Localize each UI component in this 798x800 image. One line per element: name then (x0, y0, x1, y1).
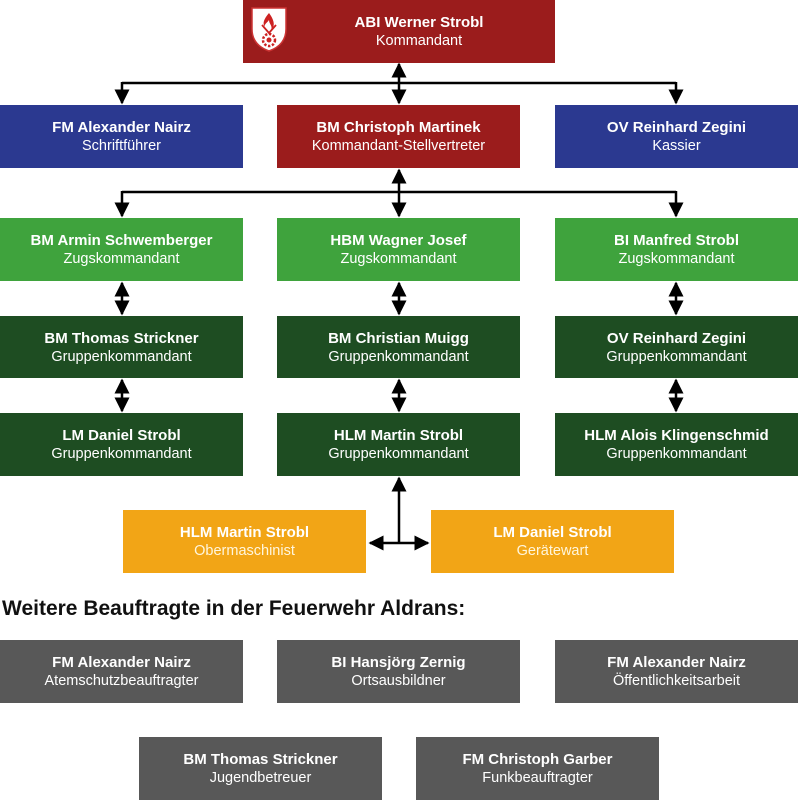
section-title: Weitere Beauftragte in der Feuerwehr Ald… (2, 597, 466, 620)
platoon-name: HBM Wagner Josef (330, 232, 467, 249)
group-role: Gruppenkommandant (328, 348, 469, 365)
commander-box: ABI Werner Strobl Kommandant (243, 0, 555, 63)
delegate-name: BI Hansjörg Zernig (331, 654, 466, 671)
platoon-box: HBM Wagner Josef Zugskommandant (277, 218, 520, 281)
support-box-geraetewart: LM Daniel Strobl Gerätewart (431, 510, 674, 573)
group-role: Gruppenkommandant (51, 348, 192, 365)
platoon-role: Zugskommandant (63, 251, 180, 267)
staff-name: OV Reinhard Zegini (606, 119, 747, 136)
group-role: Gruppenkommandant (606, 446, 747, 462)
staff-box-schriftfuehrer: FM Alexander Nairz Schriftführer (0, 105, 243, 168)
support-name: HLM Martin Strobl (179, 524, 310, 541)
group-box: HLM Martin Strobl Gruppenkommandant (277, 413, 520, 476)
group-name: BM Christian Muigg (328, 329, 469, 347)
staff-role: Schriftführer (82, 138, 161, 154)
support-role: Obermaschinist (194, 543, 295, 559)
staff-role: Kommandant-Stellvertreter (311, 138, 486, 154)
delegate-role: Ortsausbildner (351, 673, 446, 689)
group-name: HLM Martin Strobl (333, 427, 464, 444)
group-name: BM Thomas Strickner (44, 329, 199, 347)
delegate-box: FM Alexander Nairz Öffentlichkeitsarbeit (555, 640, 798, 703)
group-role: Gruppenkommandant (328, 446, 469, 462)
platoon-name: BM Armin Schwemberger (30, 232, 213, 249)
delegate-name: FM Alexander Nairz (52, 654, 191, 671)
delegate-box: FM Christoph Garber Funkbeauftragter (416, 737, 659, 800)
group-name: HLM Alois Klingenschmid (584, 427, 769, 444)
group-name: LM Daniel Strobl (62, 427, 181, 444)
group-box: LM Daniel Strobl Gruppenkommandant (0, 413, 243, 476)
staff-box-kassier: OV Reinhard Zegini Kassier (555, 105, 798, 168)
group-role: Gruppenkommandant (606, 348, 747, 365)
group-role: Gruppenkommandant (51, 446, 192, 462)
delegate-role: Funkbeauftragter (482, 770, 593, 786)
delegate-box: BI Hansjörg Zernig Ortsausbildner (277, 640, 520, 703)
group-box: HLM Alois Klingenschmid Gruppenkommandan… (555, 413, 798, 476)
commander-role: Kommandant (375, 33, 463, 49)
platoon-box: BI Manfred Strobl Zugskommandant (555, 218, 798, 281)
delegate-role: Atemschutzbeauftragter (44, 673, 199, 689)
support-role: Gerätewart (516, 543, 589, 559)
delegate-name: FM Alexander Nairz (607, 654, 746, 671)
staff-box-deputy: BM Christoph Martinek Kommandant-Stellve… (277, 105, 520, 168)
staff-name: BM Christoph Martinek (316, 119, 481, 136)
staff-name: FM Alexander Nairz (52, 119, 191, 136)
delegate-role: Öffentlichkeitsarbeit (612, 673, 741, 689)
platoon-role: Zugskommandant (340, 251, 457, 267)
platoon-box: BM Armin Schwemberger Zugskommandant (0, 218, 243, 281)
staff-role: Kassier (652, 138, 701, 154)
commander-name: ABI Werner Strobl (354, 14, 484, 31)
fire-brigade-crest-icon (251, 7, 287, 52)
delegate-role: Jugendbetreuer (209, 770, 312, 786)
group-name: OV Reinhard Zegini (606, 329, 747, 347)
group-box: OV Reinhard Zegini Gruppenkommandant (555, 316, 798, 378)
delegate-name: BM Thomas Strickner (183, 751, 338, 768)
platoon-role: Zugskommandant (618, 251, 735, 267)
platoon-name: BI Manfred Strobl (613, 232, 739, 249)
support-name: LM Daniel Strobl (493, 524, 612, 541)
group-box: BM Thomas Strickner Gruppenkommandant (0, 316, 243, 378)
support-box-obermaschinist: HLM Martin Strobl Obermaschinist (123, 510, 366, 573)
delegate-box: BM Thomas Strickner Jugendbetreuer (139, 737, 382, 800)
delegate-name: FM Christoph Garber (462, 751, 613, 768)
delegate-box: FM Alexander Nairz Atemschutzbeauftragte… (0, 640, 243, 703)
group-box: BM Christian Muigg Gruppenkommandant (277, 316, 520, 378)
